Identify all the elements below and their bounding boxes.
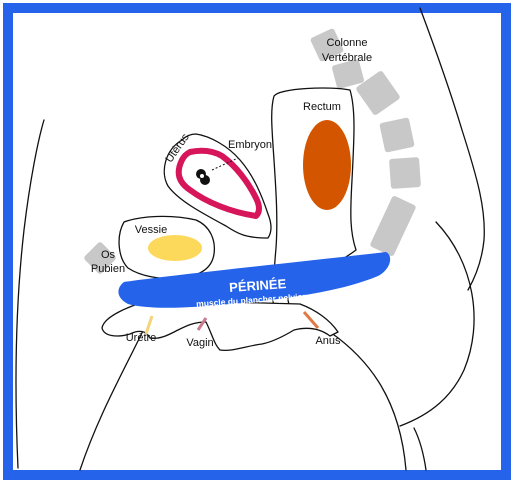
- vertebra-1: [310, 28, 344, 62]
- label-os-line2: Pubien: [91, 263, 125, 275]
- sacrum: [370, 196, 416, 256]
- label-anus: Anus: [315, 335, 341, 347]
- label-rectum: Rectum: [303, 101, 341, 113]
- label-colonne-line2: Vertébrale: [322, 52, 372, 64]
- label-colonne-line1: Colonne: [327, 37, 368, 49]
- vertebra-4: [379, 117, 415, 153]
- label-os-line1: Os: [101, 249, 116, 261]
- bladder-fill: [148, 235, 202, 261]
- label-embryon: Embryon: [228, 139, 272, 151]
- perineum-muscle: [118, 252, 391, 308]
- label-vagin: Vagin: [186, 337, 213, 349]
- label-perinee: PÉRINÉE: [229, 276, 287, 295]
- vagina-duct: [196, 317, 208, 331]
- thigh-back-outline: [413, 427, 427, 471]
- thigh-front-outline: [15, 119, 45, 469]
- label-uretre: Urètre: [126, 332, 157, 344]
- label-vessie: Vessie: [135, 224, 167, 236]
- back-outline: [419, 7, 485, 291]
- vertebra-5: [389, 157, 421, 189]
- embryo-pointer-line: [211, 157, 239, 171]
- vertebral-column: [310, 28, 421, 256]
- rectum-fill: [303, 120, 351, 210]
- blue-frame: [3, 3, 511, 480]
- vertebra-2: [332, 59, 364, 89]
- vertebra-3: [356, 71, 400, 115]
- uterus-wall: [175, 147, 262, 219]
- urethra-duct: [144, 315, 154, 335]
- pubic-bone: [84, 242, 116, 274]
- anus-duct: [302, 311, 320, 329]
- embryo-icon: [196, 169, 210, 185]
- buttock-outline: [399, 221, 475, 427]
- inner-thigh-right: [329, 331, 407, 471]
- vulva-outline: [101, 299, 339, 352]
